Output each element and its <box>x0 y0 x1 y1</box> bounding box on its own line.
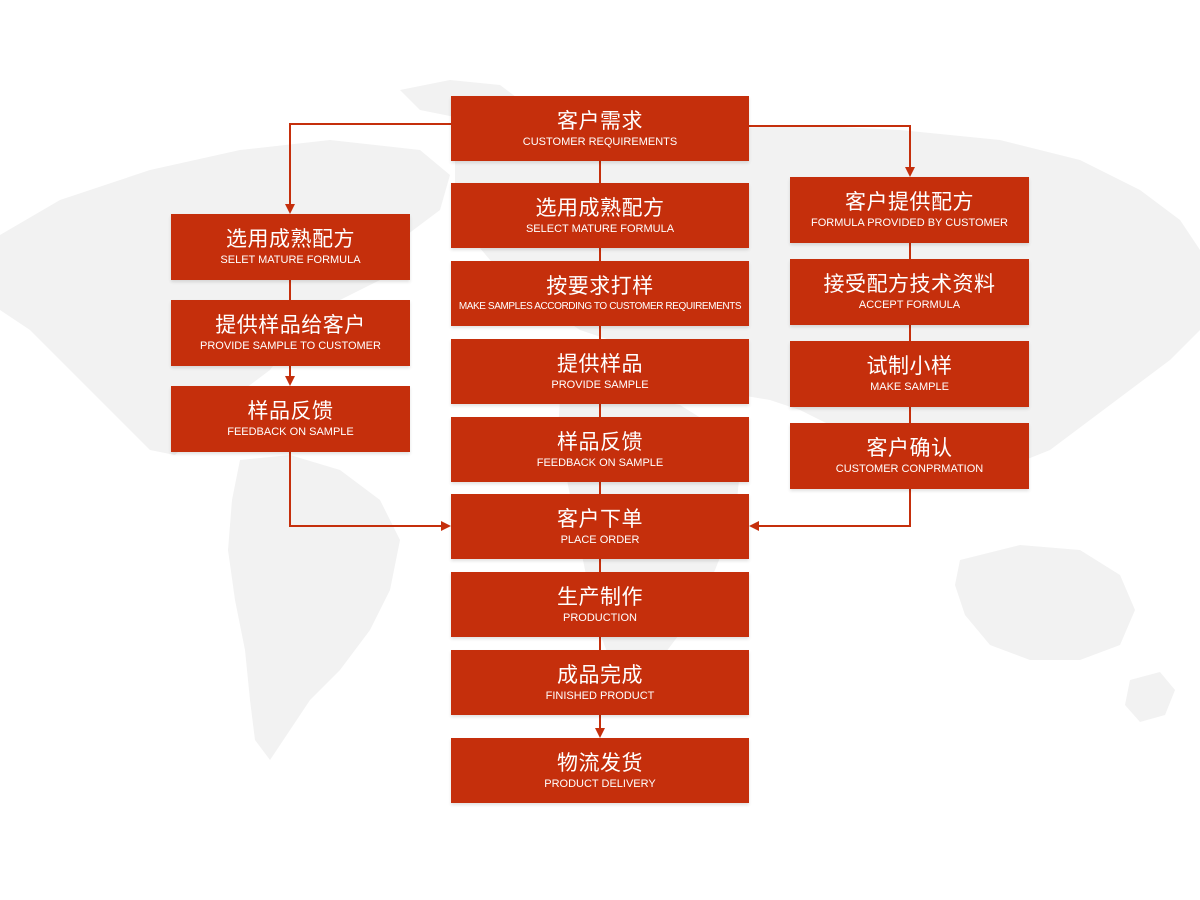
step-place-order: 客户下单 PLACE ORDER <box>451 494 749 559</box>
step-title-en: PROVIDE SAMPLE <box>551 378 649 391</box>
step-title-cn: 样品反馈 <box>557 429 643 454</box>
step-title-cn: 客户下单 <box>557 506 643 531</box>
step-title-en: MAKE SAMPLES ACCORDING TO CUSTOMER REQUI… <box>458 300 742 312</box>
step-title-en: CUSTOMER CONPRMATION <box>835 463 984 475</box>
step-finished-product: 成品完成 FINISHED PRODUCT <box>451 650 749 715</box>
step-title-en: PLACE ORDER <box>560 533 640 546</box>
step-title-cn: 选用成熟配方 <box>535 195 665 220</box>
step-title-cn: 样品反馈 <box>247 399 334 423</box>
step-title-cn: 提供样品 <box>557 351 643 376</box>
step-title-en: FINISHED PRODUCT <box>545 689 655 702</box>
step-customer-requirements: 客户需求 CUSTOMER REQUIREMENTS <box>451 96 749 161</box>
step-left-selet-mature-formula: 选用成熟配方 SELET MATURE FORMULA <box>171 214 410 280</box>
step-left-provide-sample-to-customer: 提供样品给客户 PROVIDE SAMPLE TO CUSTOMER <box>171 300 410 366</box>
step-title-en: PROVIDE SAMPLE TO CUSTOMER <box>200 340 381 352</box>
step-title-cn: 试制小样 <box>866 354 953 378</box>
step-right-customer-confirmation: 客户确认 CUSTOMER CONPRMATION <box>790 423 1029 489</box>
step-right-make-sample: 试制小样 MAKE SAMPLE <box>790 341 1029 407</box>
arrow-to-right-branch <box>749 125 915 177</box>
step-title-cn: 成品完成 <box>557 662 643 687</box>
step-title-en: SELET MATURE FORMULA <box>220 254 361 266</box>
step-title-en: CUSTOMER REQUIREMENTS <box>522 135 678 148</box>
step-right-accept-formula: 接受配方技术资料 ACCEPT FORMULA <box>790 259 1029 325</box>
step-title-cn: 生产制作 <box>557 584 643 609</box>
arrow-left-to-place-order <box>289 451 451 531</box>
step-title-en: FORMULA PROVIDED BY CUSTOMER <box>810 217 1009 229</box>
arrow-right-to-place-order <box>749 489 911 531</box>
arrow-to-left-branch <box>285 123 451 214</box>
step-title-cn: 选用成熟配方 <box>226 227 355 251</box>
step-left-feedback-on-sample: 样品反馈 FEEDBACK ON SAMPLE <box>171 386 410 452</box>
step-title-en: ACCEPT FORMULA <box>858 299 961 311</box>
step-make-samples: 按要求打样 MAKE SAMPLES ACCORDING TO CUSTOMER… <box>451 261 749 326</box>
step-title-en: SELECT MATURE FORMULA <box>525 222 675 235</box>
step-title-cn: 接受配方技术资料 <box>823 272 996 296</box>
step-title-en: PRODUCT DELIVERY <box>544 777 656 790</box>
step-title-en: FEEDBACK ON SAMPLE <box>536 456 664 469</box>
step-title-cn: 物流发货 <box>557 750 643 775</box>
step-production: 生产制作 PRODUCTION <box>451 572 749 637</box>
step-right-formula-provided: 客户提供配方 FORMULA PROVIDED BY CUSTOMER <box>790 177 1029 243</box>
step-title-cn: 客户确认 <box>866 436 953 460</box>
step-title-en: MAKE SAMPLE <box>870 381 949 393</box>
step-title-cn: 提供样品给客户 <box>215 313 366 337</box>
step-title-cn: 按要求打样 <box>546 273 654 298</box>
step-provide-sample: 提供样品 PROVIDE SAMPLE <box>451 339 749 404</box>
step-title-cn: 客户提供配方 <box>845 190 974 214</box>
step-title-cn: 客户需求 <box>557 108 643 133</box>
step-feedback-on-sample: 样品反馈 FEEDBACK ON SAMPLE <box>451 417 749 482</box>
step-select-mature-formula: 选用成熟配方 SELECT MATURE FORMULA <box>451 183 749 248</box>
step-product-delivery: 物流发货 PRODUCT DELIVERY <box>451 738 749 803</box>
step-title-en: PRODUCTION <box>563 611 637 624</box>
step-title-en: FEEDBACK ON SAMPLE <box>227 426 354 438</box>
